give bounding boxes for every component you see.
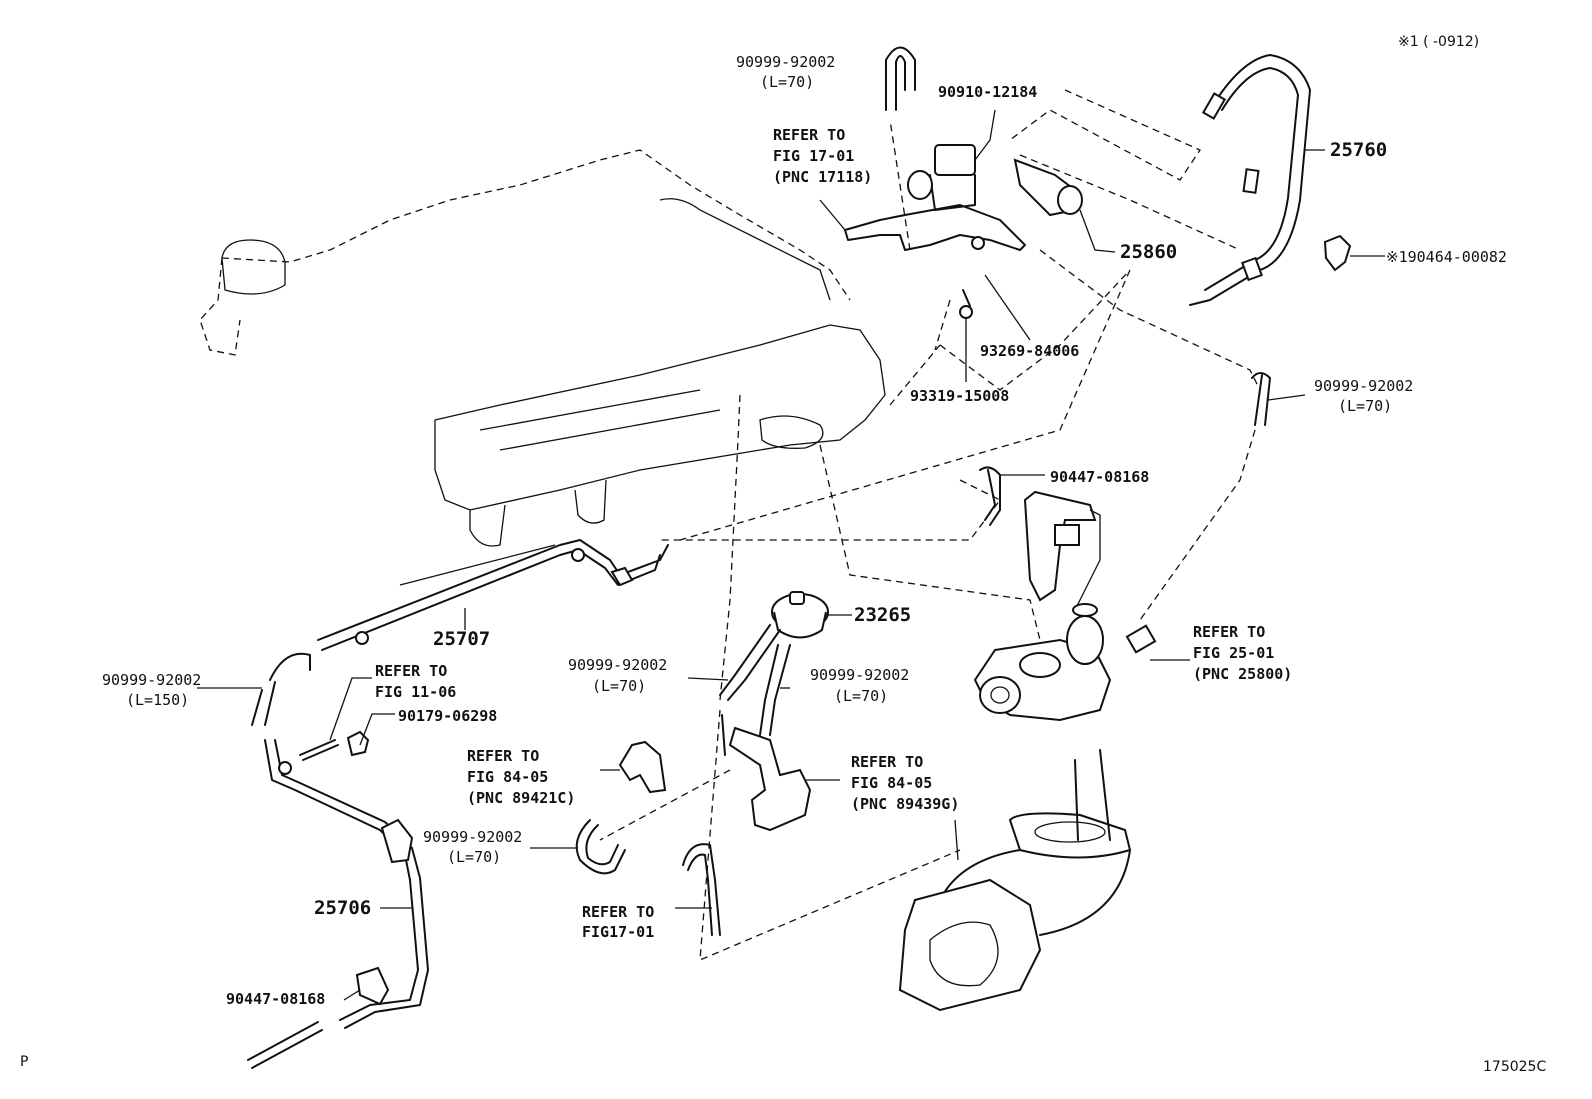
label-hose-mid-a-part: 90999-92002 <box>568 656 668 674</box>
label-hose-left-part: 90999-92002 <box>102 671 202 689</box>
bracket-89439g <box>721 714 840 832</box>
label-93319: 93319-15008 <box>910 387 1010 405</box>
hose-25760 <box>1189 54 1325 306</box>
label-hose-mid-b-length: (L=70) <box>834 687 889 705</box>
label-90447-bottom: 90447-08168 <box>226 990 326 1008</box>
figure-id: 175025C <box>1483 1059 1547 1075</box>
hose-90447-bottom <box>247 989 361 1069</box>
label-hose-left-length: (L=150) <box>126 691 190 709</box>
engine-outline <box>199 149 886 547</box>
hose-right <box>1251 372 1306 426</box>
hose-top <box>885 46 916 111</box>
label-vsv: 90910-12184 <box>938 83 1038 101</box>
label-25860: 25860 <box>1120 241 1178 263</box>
corner-letter: P <box>20 1054 29 1070</box>
exhaust-pipe <box>898 749 1131 1012</box>
pipe-25707 <box>317 539 669 651</box>
label-hose-top-part: 90999-92002 <box>736 53 836 71</box>
label-23265: 23265 <box>854 604 912 626</box>
label-hose-low-length: (L=70) <box>447 848 502 866</box>
egr-vacuum-bracket <box>1023 490 1101 611</box>
hose-left <box>197 652 311 726</box>
label-ref-84-05c-line1: REFER TO <box>467 747 540 765</box>
label-ref-84-05g-line1: REFER TO <box>851 753 924 771</box>
label-ref-11-06-line2: FIG 11-06 <box>375 683 457 701</box>
label-ref-25-01-line1: REFER TO <box>1193 623 1266 641</box>
label-ref-84-05g-line3: (PNC 89439G) <box>851 795 960 813</box>
label-ref-84-05g-line2: FIG 84-05 <box>851 774 933 792</box>
label-clamp: ※190464-00082 <box>1386 248 1507 266</box>
label-25706: 25706 <box>314 897 372 919</box>
label-ref-17-01-line1: REFER TO <box>773 126 846 144</box>
label-hose-right-part: 90999-92002 <box>1314 377 1414 395</box>
hose-mid-a <box>719 624 781 701</box>
label-hose-mid-a-length: (L=70) <box>592 677 647 695</box>
label-ref-17-01-line2: FIG 17-01 <box>773 147 855 165</box>
clamp-clip <box>1323 234 1385 272</box>
hose-fig17 <box>675 843 721 936</box>
label-93269: 93269-84006 <box>980 342 1080 360</box>
label-25760: 25760 <box>1330 139 1388 161</box>
leader-lines <box>687 199 1031 689</box>
label-ref-17-01b-line1: REFER TO <box>582 903 655 921</box>
label-ref-25-01-line3: (PNC 25800) <box>1193 665 1293 683</box>
connection-lines <box>599 89 1261 962</box>
label-hose-low-part: 90999-92002 <box>423 828 523 846</box>
label-ref-84-05c-line2: FIG 84-05 <box>467 768 549 786</box>
label-ref-17-01b-line2: FIG17-01 <box>582 923 655 941</box>
modulator-23265 <box>771 591 852 639</box>
label-hose-mid-b-part: 90999-92002 <box>810 666 910 684</box>
hose-low <box>530 819 626 875</box>
header-note: ※1 ( -0912) <box>1398 34 1480 50</box>
pipe-25706 <box>264 739 429 1029</box>
bracket-89421c <box>600 740 667 794</box>
label-nut: 90179-06298 <box>398 707 498 725</box>
stud-and-nut <box>299 677 395 761</box>
vsv-bracket <box>844 109 1116 319</box>
label-ref-11-06-line1: REFER TO <box>375 662 448 680</box>
label-ref-84-05c-line3: (PNC 89421C) <box>467 789 576 807</box>
label-hose-top-length: (L=70) <box>760 73 815 91</box>
label-ref-17-01-line3: (PNC 17118) <box>773 168 873 186</box>
label-90447-top: 90447-08168 <box>1050 468 1150 486</box>
label-hose-right-length: (L=70) <box>1338 397 1393 415</box>
egr-valve <box>973 603 1190 722</box>
label-25707: 25707 <box>433 628 491 650</box>
label-ref-25-01-line2: FIG 25-01 <box>1193 644 1275 662</box>
hose-mid-b <box>759 644 791 736</box>
hose-90447-top <box>979 466 1045 526</box>
